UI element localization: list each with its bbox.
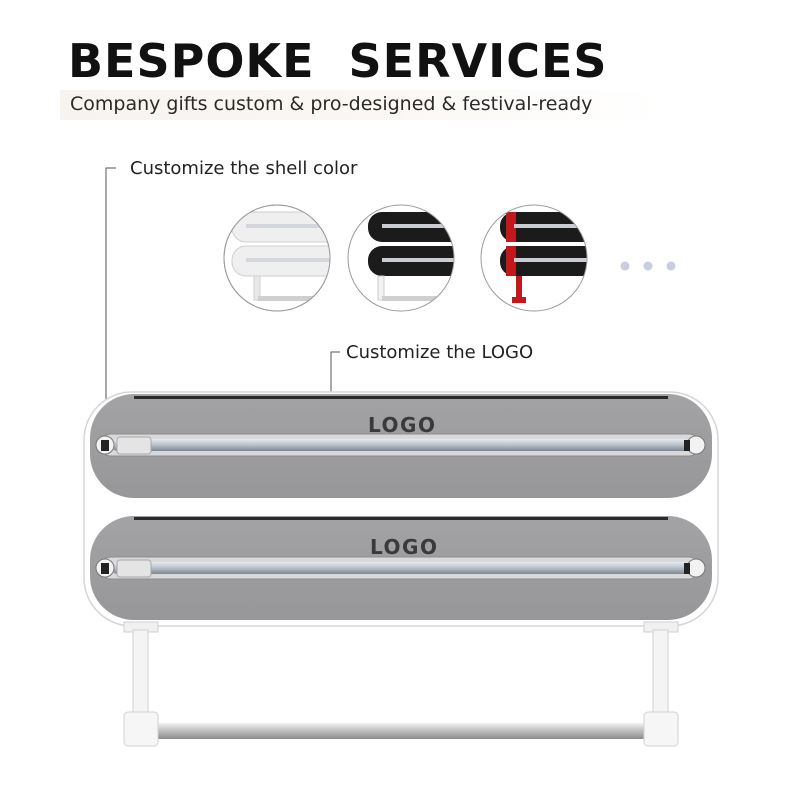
product-frame <box>83 391 719 747</box>
logo-placeholder-bottom: LOGO <box>370 535 439 559</box>
logo-placeholder-top: LOGO <box>368 413 437 437</box>
towel-bar-stand <box>123 621 679 747</box>
color-option-black[interactable] <box>347 204 468 312</box>
page-subtitle: Company gifts custom & pro-designed & fe… <box>70 93 593 115</box>
page-title: BESPOKE SERVICES <box>68 34 608 88</box>
more-options-dots[interactable] <box>620 261 676 271</box>
bottom-dispenser <box>90 516 712 620</box>
top-dispenser <box>90 394 712 498</box>
color-option-white[interactable] <box>223 204 342 312</box>
subtitle-band <box>60 90 660 120</box>
logo-callout-label: Customize the LOGO <box>346 342 534 363</box>
color-option-red-black[interactable] <box>480 204 600 312</box>
shell-color-callout-label: Customize the shell color <box>130 158 358 179</box>
